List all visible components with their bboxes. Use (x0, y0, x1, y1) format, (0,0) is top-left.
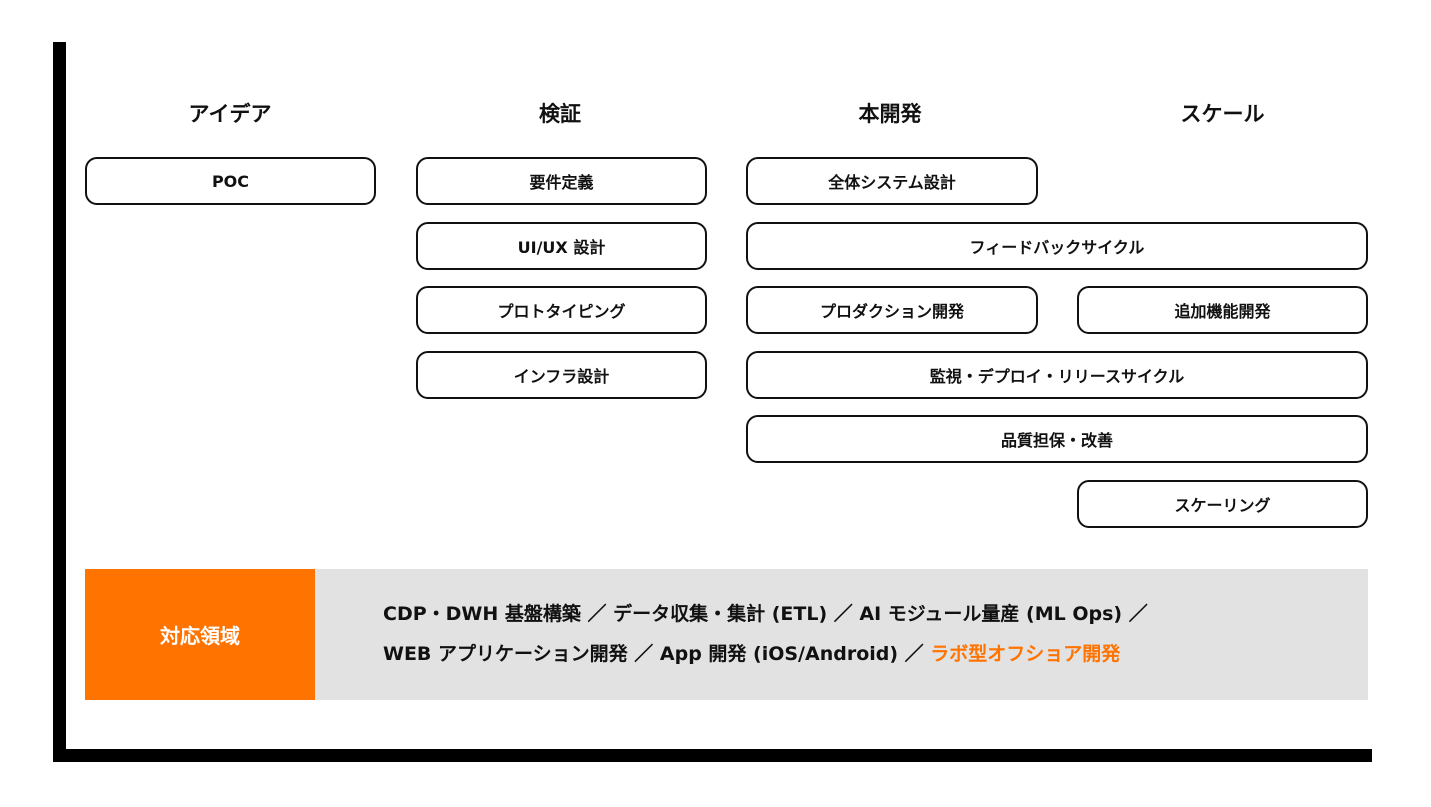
x-axis-line (53, 749, 1372, 762)
scope-label: 対応領域 (85, 569, 315, 700)
task-production-dev: プロダクション開発 (746, 286, 1038, 334)
task-scaling: スケーリング (1077, 480, 1368, 528)
phase-header-validation: 検証 (539, 102, 581, 126)
scope-line-1: CDP・DWH 基盤構築 ／ データ収集・集計 (ETL) ／ AI モジュール… (383, 603, 1148, 625)
task-poc: POC (85, 157, 376, 205)
task-uiux-design: UI/UX 設計 (416, 222, 707, 270)
task-feedback-cycle: フィードバックサイクル (746, 222, 1368, 270)
task-quality: 品質担保・改善 (746, 415, 1368, 463)
phase-header-development: 本開発 (858, 102, 922, 126)
task-prototyping: プロトタイピング (416, 286, 707, 334)
y-axis-line (53, 42, 66, 762)
task-additional-features: 追加機能開発 (1077, 286, 1368, 334)
phase-header-idea: アイデア (188, 102, 272, 126)
scope-line-2: WEB アプリケーション開発 ／ App 開発 (iOS/Android) ／ … (383, 634, 1343, 674)
task-requirements: 要件定義 (416, 157, 707, 205)
task-system-design: 全体システム設計 (746, 157, 1038, 205)
scope-description: CDP・DWH 基盤構築 ／ データ収集・集計 (ETL) ／ AI モジュール… (383, 594, 1343, 674)
task-infra-design: インフラ設計 (416, 351, 707, 399)
scope-line-2-text: WEB アプリケーション開発 ／ App 開発 (iOS/Android) ／ (383, 643, 931, 665)
scope-highlight-offshore: ラボ型オフショア開発 (930, 643, 1121, 665)
phase-header-scale: スケール (1180, 102, 1265, 126)
task-monitoring-cycle: 監視・デプロイ・リリースサイクル (746, 351, 1368, 399)
